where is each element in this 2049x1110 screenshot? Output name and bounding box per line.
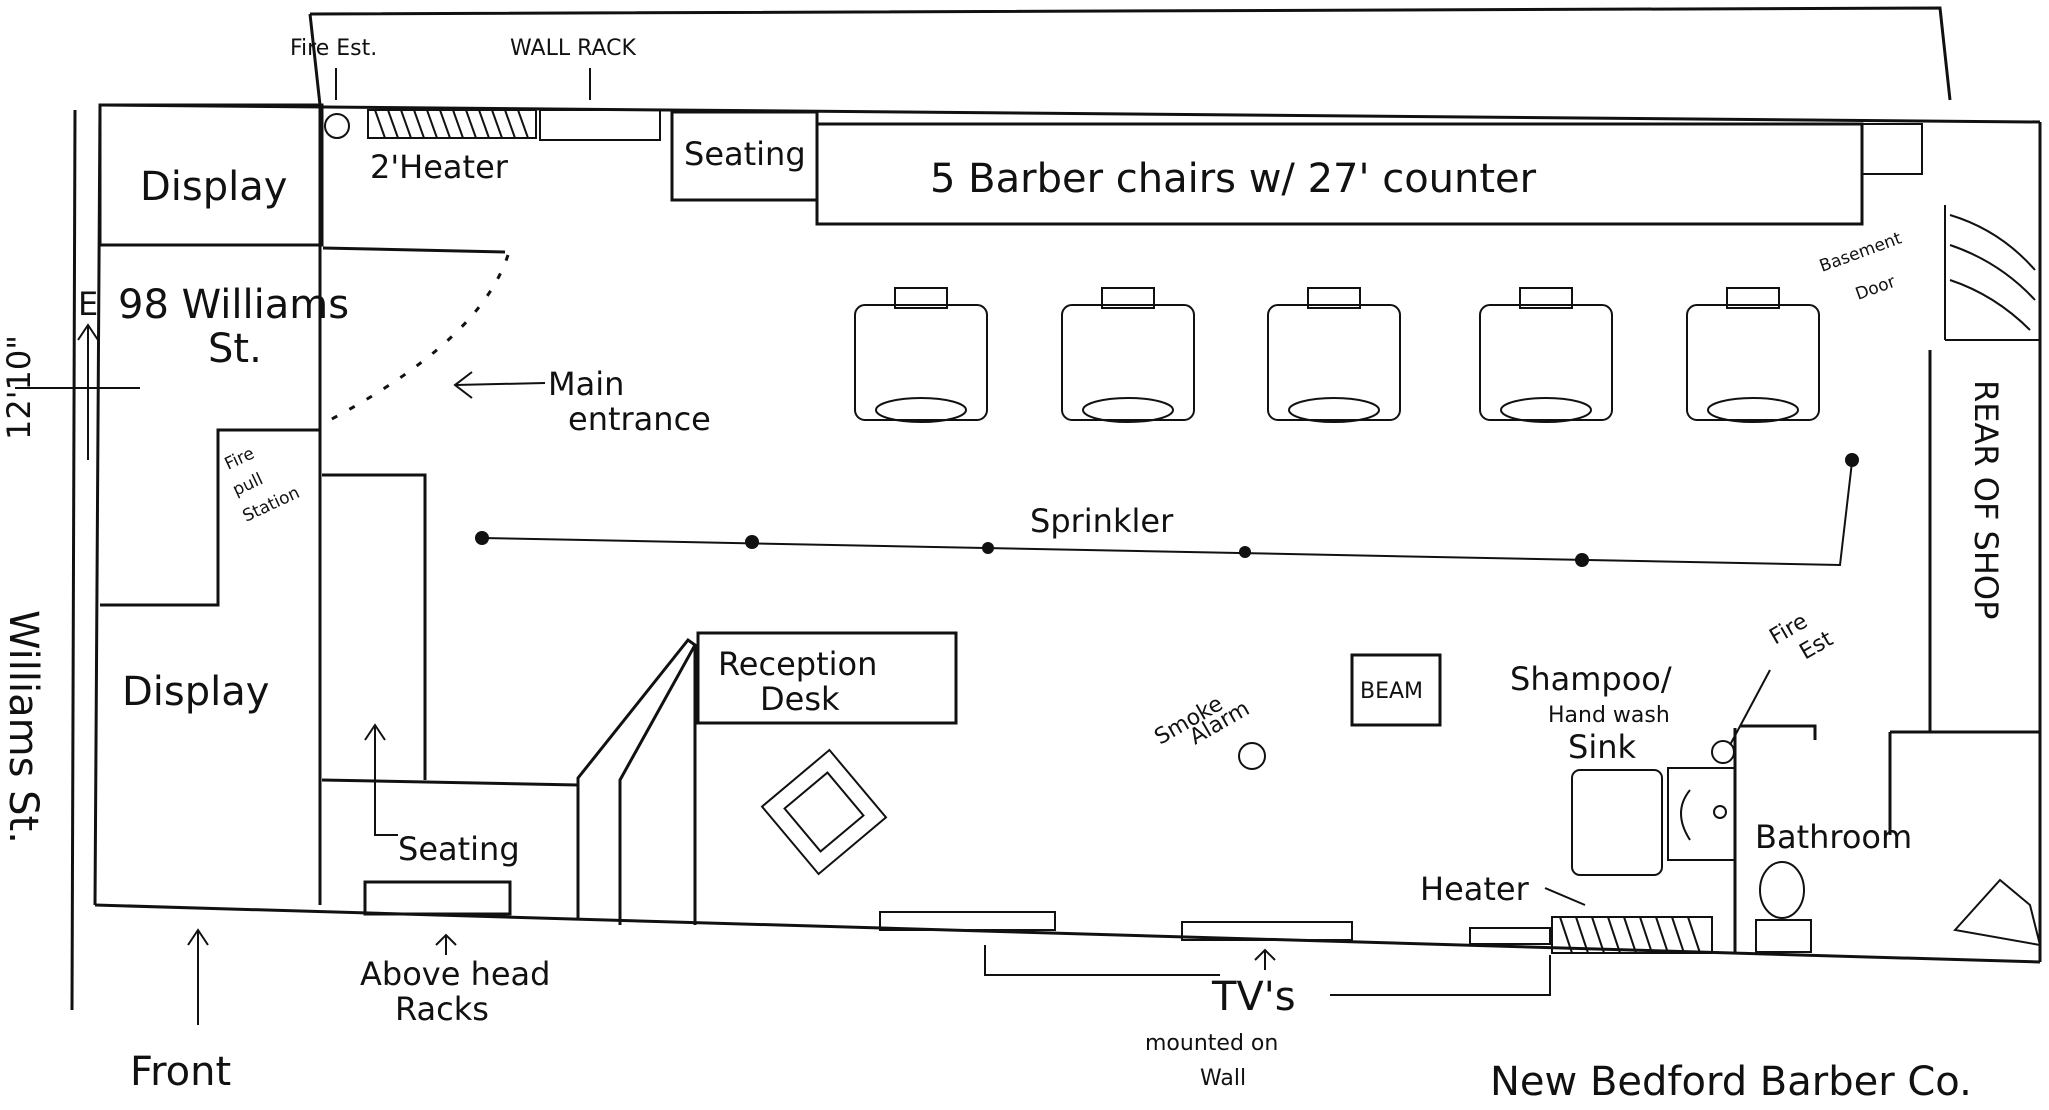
tv-icon	[879, 911, 1056, 931]
seating-top-label: Seating	[684, 135, 806, 173]
heater-bottom: Heater	[1420, 870, 1713, 954]
wall-rack-label: WALL RACK	[510, 36, 637, 61]
main-entrance-label-2: entrance	[568, 400, 711, 438]
company-name: New Bedford Barber Co.	[1490, 1059, 1972, 1105]
reception-wall	[576, 637, 697, 925]
company-label: New Bedford Barber Co.	[1490, 1059, 1972, 1105]
barber-chairs	[854, 287, 1820, 423]
street-address: 98 Williams St. E	[15, 282, 349, 460]
sprinkler-head	[475, 531, 489, 545]
barber-counter: 5 Barber chairs w/ 27' counter	[815, 122, 1923, 226]
fire-extinguisher-right: Fire Est	[1711, 609, 1838, 764]
main-entrance-note: Main entrance	[453, 365, 711, 438]
fire-pull-label-1: Fire	[222, 444, 258, 475]
rear-of-shop-label: REAR OF SHOP	[1967, 380, 2005, 619]
street-name: Williams St.	[0, 610, 46, 844]
barber-chair	[1479, 287, 1613, 423]
seating-bottom: Seating	[321, 473, 579, 916]
barber-chair	[1061, 287, 1195, 423]
address-line-1: 98 Williams	[118, 282, 349, 328]
sprinkler-line: Sprinkler	[475, 453, 1859, 567]
entrance-partition	[318, 105, 510, 905]
barber-chair	[1686, 287, 1820, 423]
fire-pull-station: Fire pull Station	[222, 444, 303, 527]
shampoo-station: Shampoo/ Hand wash Sink	[1510, 660, 1736, 876]
tvs-sub-label-2: Wall	[1200, 1066, 1246, 1091]
seating-bottom-label: Seating	[398, 830, 520, 868]
top-display: Display	[98, 103, 324, 247]
front-label: Front	[130, 1049, 231, 1095]
heater-top: 2'Heater	[367, 109, 537, 186]
bottom-display: Display	[100, 428, 320, 715]
tvs: TV's mounted on Wall	[879, 911, 1551, 1091]
dimension-label: 12'10"	[0, 335, 38, 440]
display-top-label: Display	[140, 164, 287, 210]
seating-top: Seating	[670, 110, 819, 202]
sprinkler-head	[982, 542, 994, 554]
sprinkler-head	[1845, 453, 1859, 467]
above-head-label-1: Above head	[360, 955, 550, 993]
heater-top-label: 2'Heater	[370, 148, 509, 186]
reception-label-2: Desk	[760, 680, 840, 718]
main-entrance-label-1: Main	[548, 365, 624, 403]
address-line-2: St.	[208, 326, 262, 372]
shampoo-label-3: Sink	[1568, 728, 1636, 766]
reception-label-1: Reception	[718, 645, 877, 683]
front-note: Front	[130, 928, 231, 1095]
dimension-note: 12'10"	[0, 335, 38, 440]
reception-chair	[760, 748, 888, 876]
fire-extinguisher-top: Fire Est.	[290, 36, 377, 139]
tvs-label: TV's	[1211, 974, 1296, 1020]
sprinkler-label: Sprinkler	[1030, 502, 1174, 540]
toilet-icon	[1759, 861, 1805, 919]
basement-label-2: Door	[1853, 272, 1898, 305]
rear-of-shop: REAR OF SHOP	[1967, 380, 2005, 619]
above-head-label-2: Racks	[395, 990, 489, 1028]
sprinkler-head	[1239, 546, 1251, 558]
smoke-alarm-icon	[1238, 742, 1266, 770]
beam-label: BEAM	[1360, 679, 1423, 704]
heater-bottom-label: Heater	[1420, 870, 1530, 908]
sprinkler-head	[745, 535, 759, 549]
bathroom-sink-icon	[1953, 878, 2042, 947]
barber-chair	[854, 287, 988, 423]
bathroom-label: Bathroom	[1755, 818, 1912, 856]
smoke-alarm: Smoke Alarm	[1151, 691, 1266, 770]
tvs-sub-label-1: mounted on	[1145, 1031, 1278, 1056]
bathroom: Bathroom	[1733, 350, 2042, 953]
beam: BEAM	[1350, 653, 1442, 727]
display-bottom-label: Display	[122, 669, 269, 715]
fire-pull-label-2: pull	[230, 469, 267, 500]
basement-label-1: Basement	[1817, 228, 1905, 276]
wall-rack: WALL RACK	[510, 36, 661, 141]
barber-counter-label: 5 Barber chairs w/ 27' counter	[930, 156, 1537, 202]
barber-chair	[1267, 287, 1401, 423]
compass-label: E	[78, 285, 98, 323]
reception-desk: Reception Desk	[696, 631, 958, 725]
shampoo-label-1: Shampoo/	[1510, 660, 1672, 698]
shampoo-label-2: Hand wash	[1548, 703, 1670, 728]
above-head-racks: Above head Racks	[360, 933, 550, 1028]
sprinkler-head	[1575, 553, 1589, 567]
fire-ext-top-label: Fire Est.	[290, 36, 377, 61]
tv-icon	[1469, 927, 1551, 945]
tv-icon	[1181, 921, 1353, 941]
street-label: Williams St.	[0, 610, 46, 844]
